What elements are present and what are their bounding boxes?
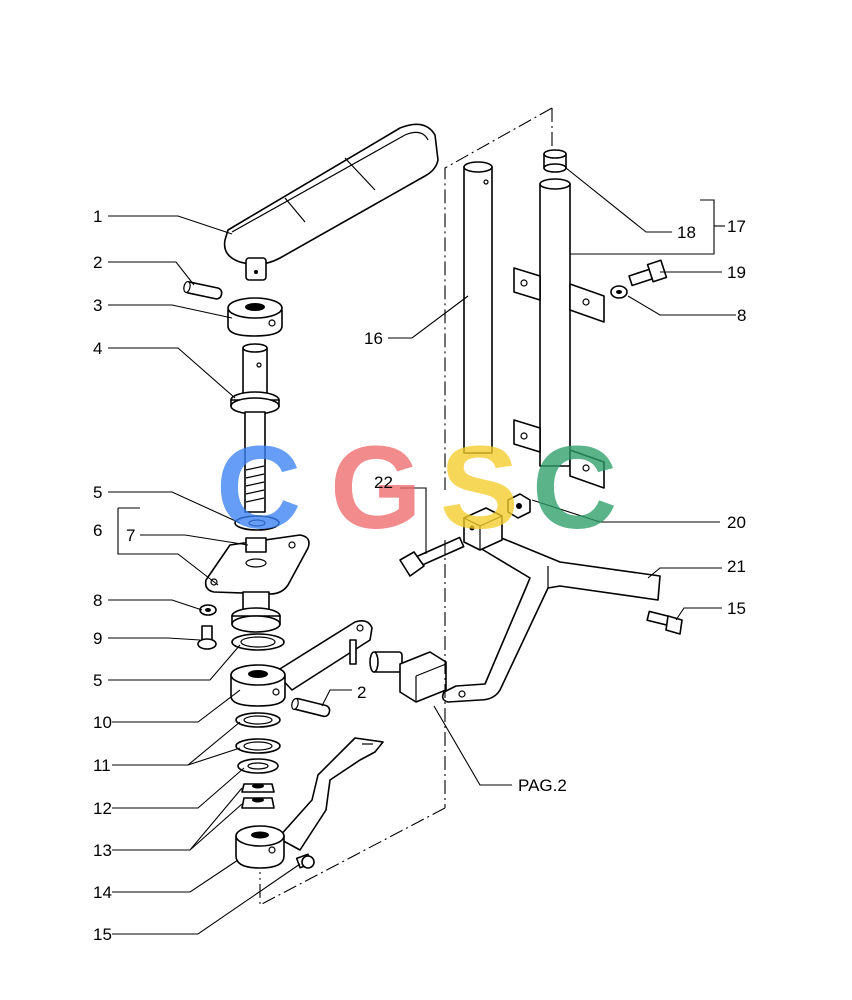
callout-15-lower: 15 <box>93 925 112 944</box>
part-19-bolt <box>628 259 668 287</box>
alignment-line-upper <box>444 107 553 490</box>
part-18-cap <box>543 149 567 173</box>
callout-labels: 1 2 3 4 5 6 7 8 9 5 10 2 11 12 13 14 15 … <box>93 207 746 944</box>
callout-8-right: 8 <box>737 306 746 325</box>
callout-4: 4 <box>93 339 102 358</box>
part-14-clamp <box>235 825 285 869</box>
part-5-washer-upper <box>234 515 280 531</box>
part-8-washer-left <box>199 604 217 616</box>
watermark-letter-g: G <box>330 422 422 554</box>
callout-pag2: PAG.2 <box>518 776 567 795</box>
lower-forked-arm <box>277 737 384 851</box>
callout-21: 21 <box>727 557 746 576</box>
alignment-line-bottom <box>259 807 446 906</box>
callout-12: 12 <box>93 799 112 818</box>
part-15-screw-right <box>646 610 683 635</box>
callout-3: 3 <box>93 296 102 315</box>
part-8-washer-right <box>610 285 628 299</box>
bushing-lower <box>231 591 281 633</box>
callout-6: 6 <box>93 521 102 540</box>
part-13-nuts <box>241 783 275 809</box>
part-21-frame <box>441 529 661 703</box>
callout-2-lower: 2 <box>357 683 366 702</box>
callout-5-lower: 5 <box>93 671 102 690</box>
part-22-bolt <box>399 536 465 577</box>
callout-9: 9 <box>93 629 102 648</box>
part-1-handle <box>223 123 439 281</box>
callout-18: 18 <box>677 223 696 242</box>
part-2-pin-lower <box>291 697 331 718</box>
part-16-tube <box>463 161 493 454</box>
callout-22: 22 <box>374 473 393 492</box>
part-17-tube-assembly <box>513 178 605 489</box>
part-15-screw-lower <box>295 853 315 869</box>
callout-5-upper: 5 <box>93 483 102 502</box>
watermark-letter-c1: C <box>216 422 301 554</box>
leader-lines <box>108 167 736 935</box>
callout-1: 1 <box>93 207 102 226</box>
callout-16: 16 <box>364 329 383 348</box>
callout-13: 13 <box>93 841 112 860</box>
part-20-nut <box>507 493 531 519</box>
callout-15-right: 15 <box>727 599 746 618</box>
part-4-shaft <box>230 343 280 513</box>
part-3-collar <box>227 297 283 337</box>
part-2-pin-upper <box>183 280 223 300</box>
part-12-washer <box>237 758 279 774</box>
part-5-washer-lower <box>231 633 285 651</box>
callout-17: 17 <box>727 217 746 236</box>
clamp-block <box>463 507 503 551</box>
steering-lever-arm <box>274 620 373 691</box>
callout-11: 11 <box>93 756 111 775</box>
callout-19: 19 <box>727 263 746 282</box>
callout-8-left: 8 <box>93 591 102 610</box>
callout-14: 14 <box>93 883 112 902</box>
part-11-bearing-rings <box>235 712 281 754</box>
callout-2-upper: 2 <box>93 253 102 272</box>
coupling-fork <box>369 651 447 703</box>
watermark-letter-s: S <box>440 422 519 554</box>
watermark-cgsc: C G S C <box>216 422 617 554</box>
part-9-screw <box>197 625 217 650</box>
callout-10: 10 <box>93 713 112 732</box>
part-10-collar <box>230 664 286 707</box>
callout-20: 20 <box>727 513 746 532</box>
callout-7: 7 <box>126 526 135 545</box>
watermark-letter-c2: C <box>532 422 617 554</box>
